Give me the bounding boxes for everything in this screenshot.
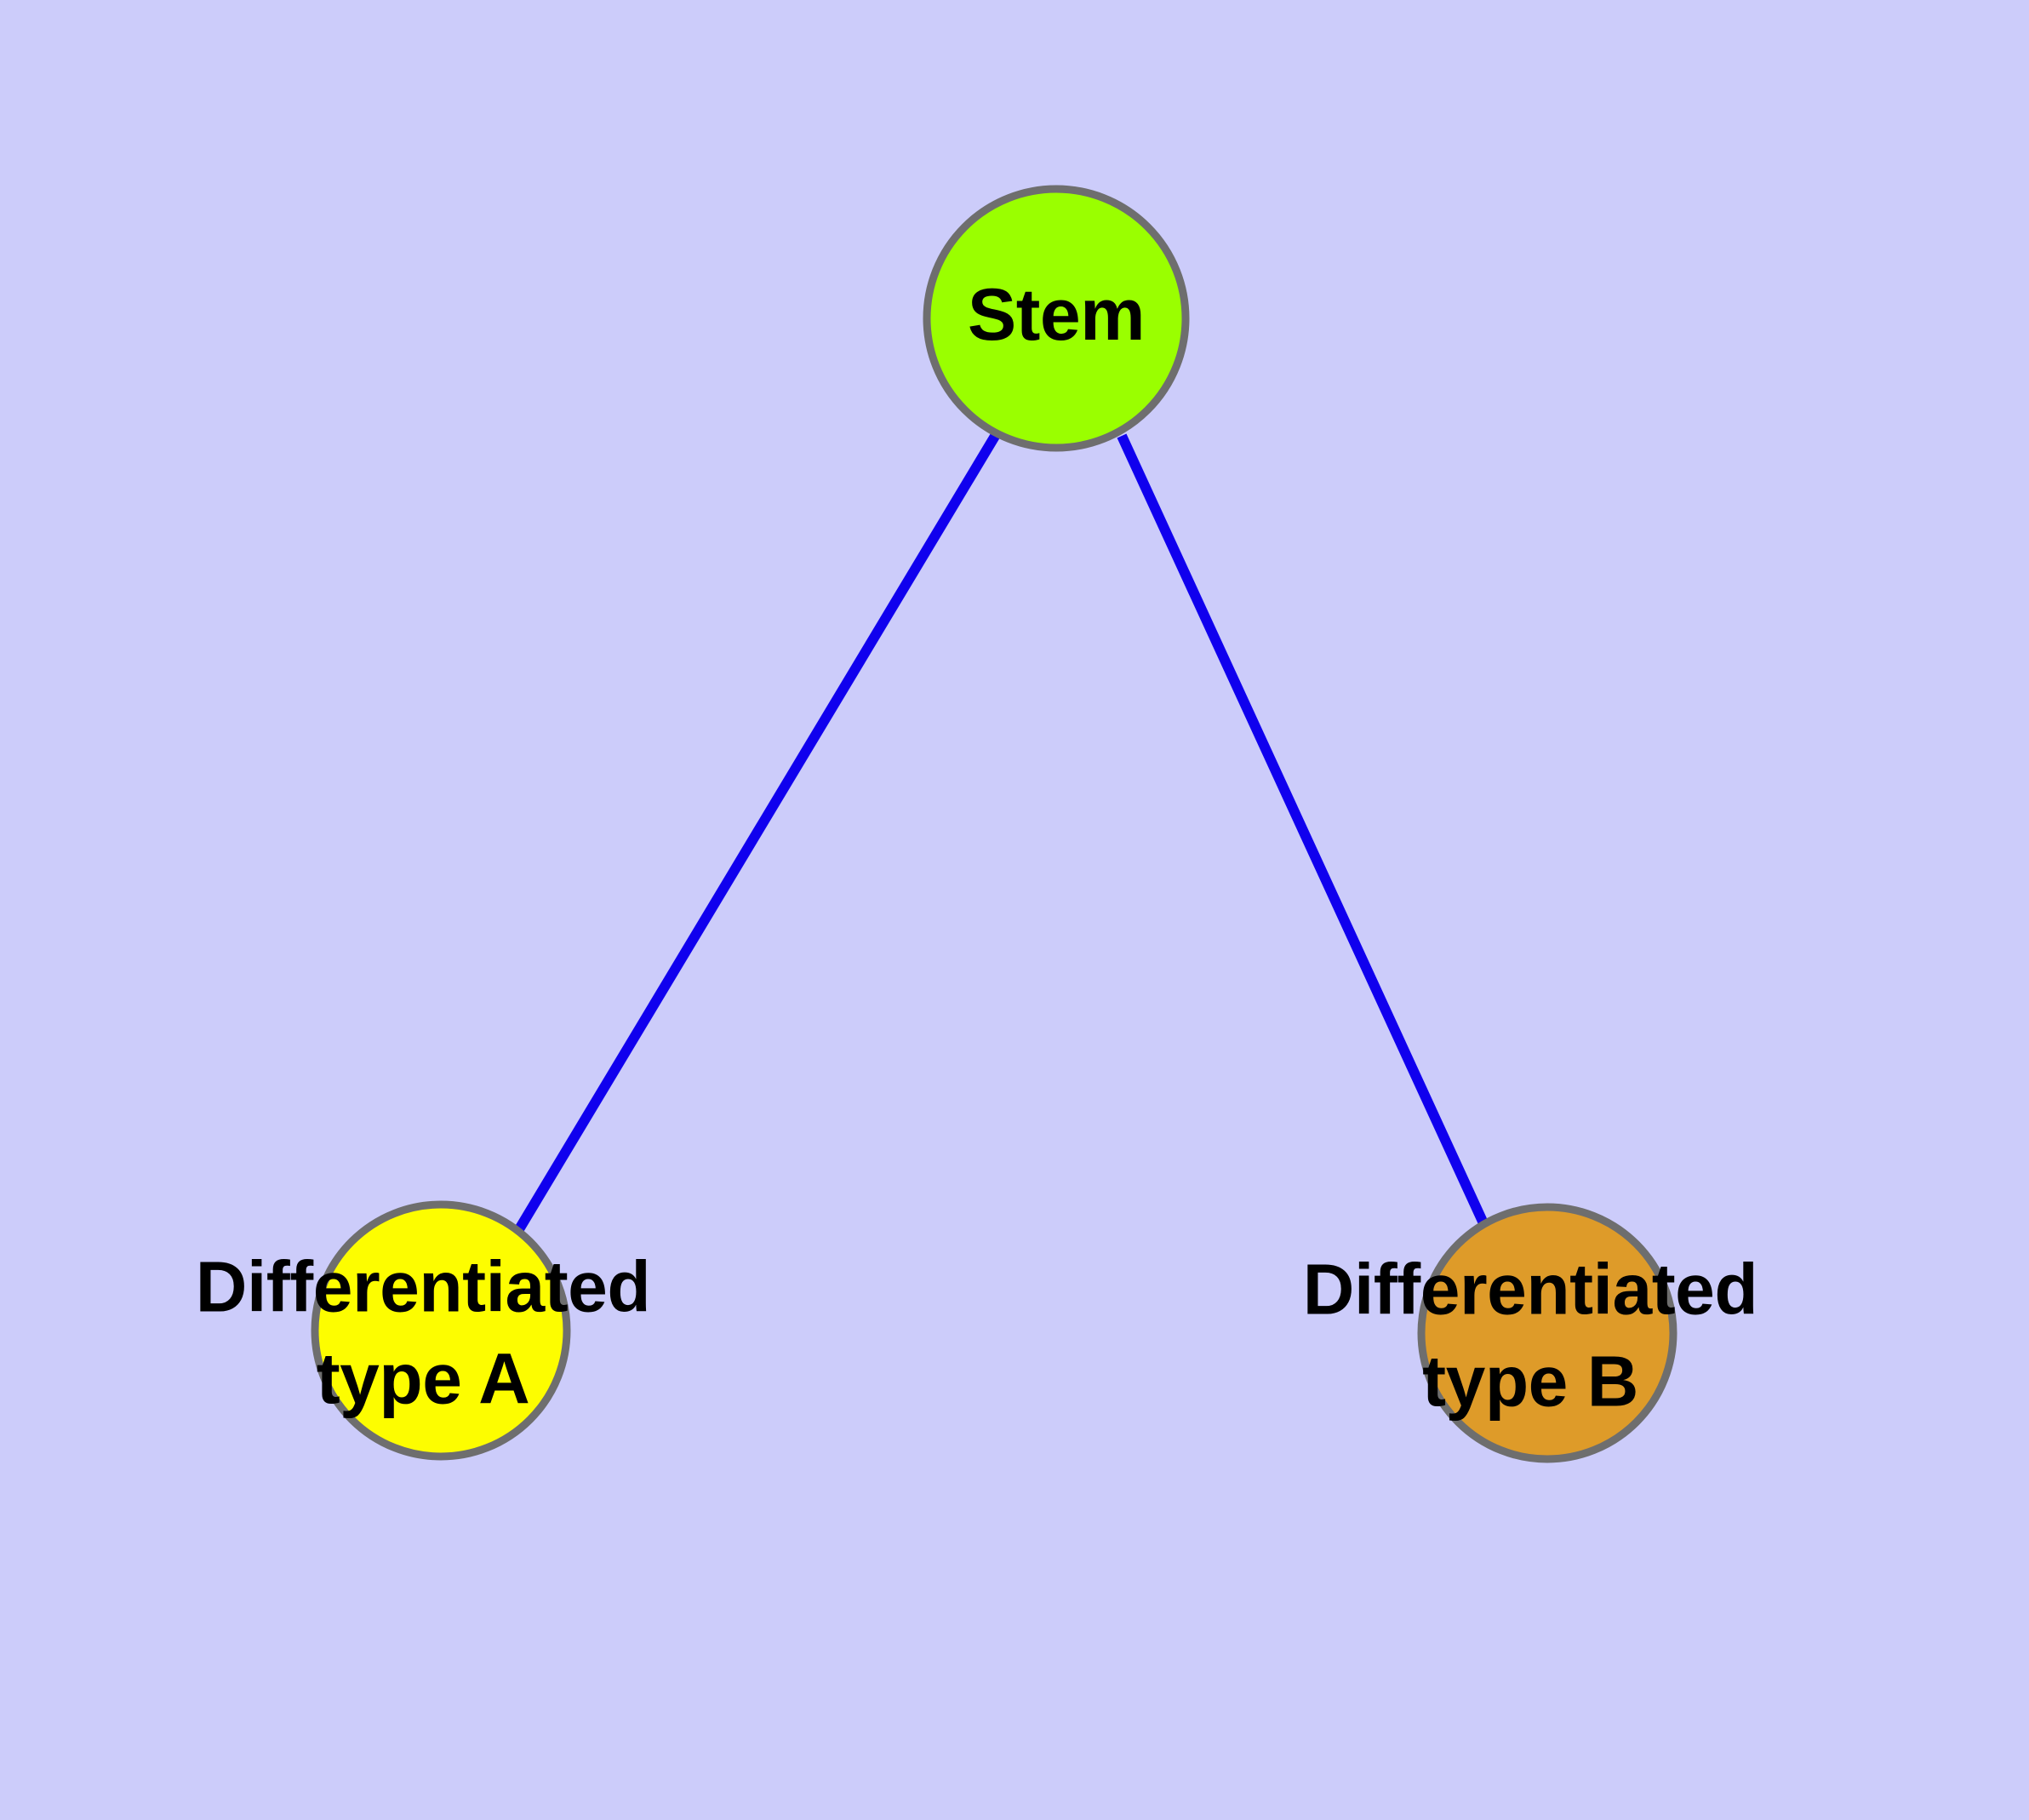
edges-group [512,430,1494,1237]
node-circle-stem[interactable] [923,185,1190,452]
node-circle-diff-b[interactable] [1417,1203,1677,1463]
edge-stem-diff-b[interactable] [1117,433,1494,1237]
nodes-group [311,185,1677,1463]
edge-stem-diff-a[interactable] [512,430,1002,1237]
node-circle-diff-a[interactable] [311,1200,571,1461]
